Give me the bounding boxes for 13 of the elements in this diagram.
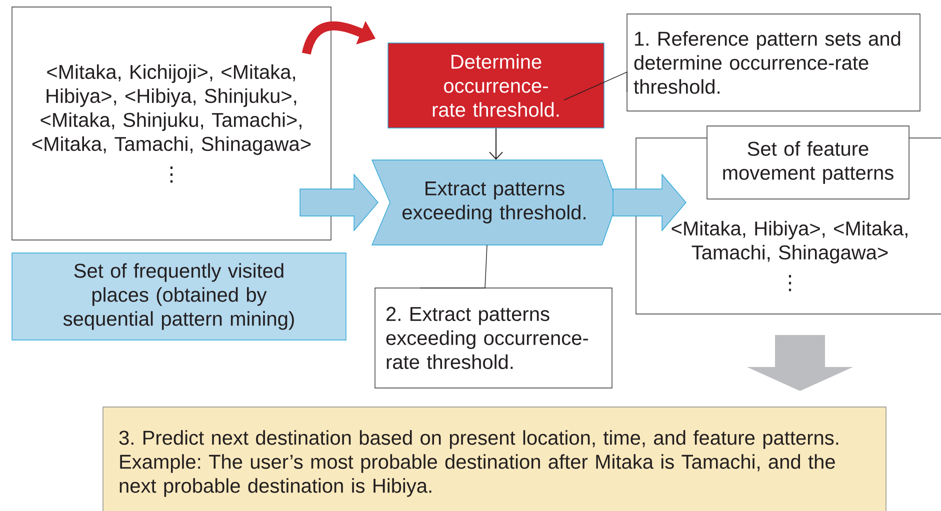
process-box: Determine occurrence-rate threshold. — [388, 42, 604, 128]
callout-box: 2. Extract patterns exceeding occurrence-rate threshold. — [374, 288, 612, 388]
block-arrow — [747, 335, 854, 391]
caption-box: Set of frequently visited places (obtained by sequential pattern mining) — [12, 252, 346, 340]
note-box: 3. Predict next destination based on present location, time, and feature patterns. Example: The user’s most probable destination after Mitaka is Tamachi, and the next probable destination is Hibiya. — [102, 406, 886, 511]
pattern-list: <Mitaka, Hibiya>, <Mitaka, Tamachi, Shinagawa> ⋮ — [672, 220, 908, 292]
block-arrow — [612, 174, 686, 232]
block-arrow — [300, 174, 378, 232]
pattern-list-box: <Mitaka, Kichijoji>, <Mitaka, Hibiya>, <Hibiya, Shinjuku>, <Mitaka, Shinjuku, Tamachi>, <Mitaka, Tamachi, Shinagawa> ⋮ — [12, 6, 332, 240]
arrow — [489, 128, 503, 160]
callout-box: 1. Reference pattern sets and determine occurrence-rate threshold. — [626, 14, 920, 112]
heading-box: Set of feature movement patterns — [706, 126, 910, 200]
chevron-box: Extract patterns exceeding threshold. — [371, 160, 618, 246]
